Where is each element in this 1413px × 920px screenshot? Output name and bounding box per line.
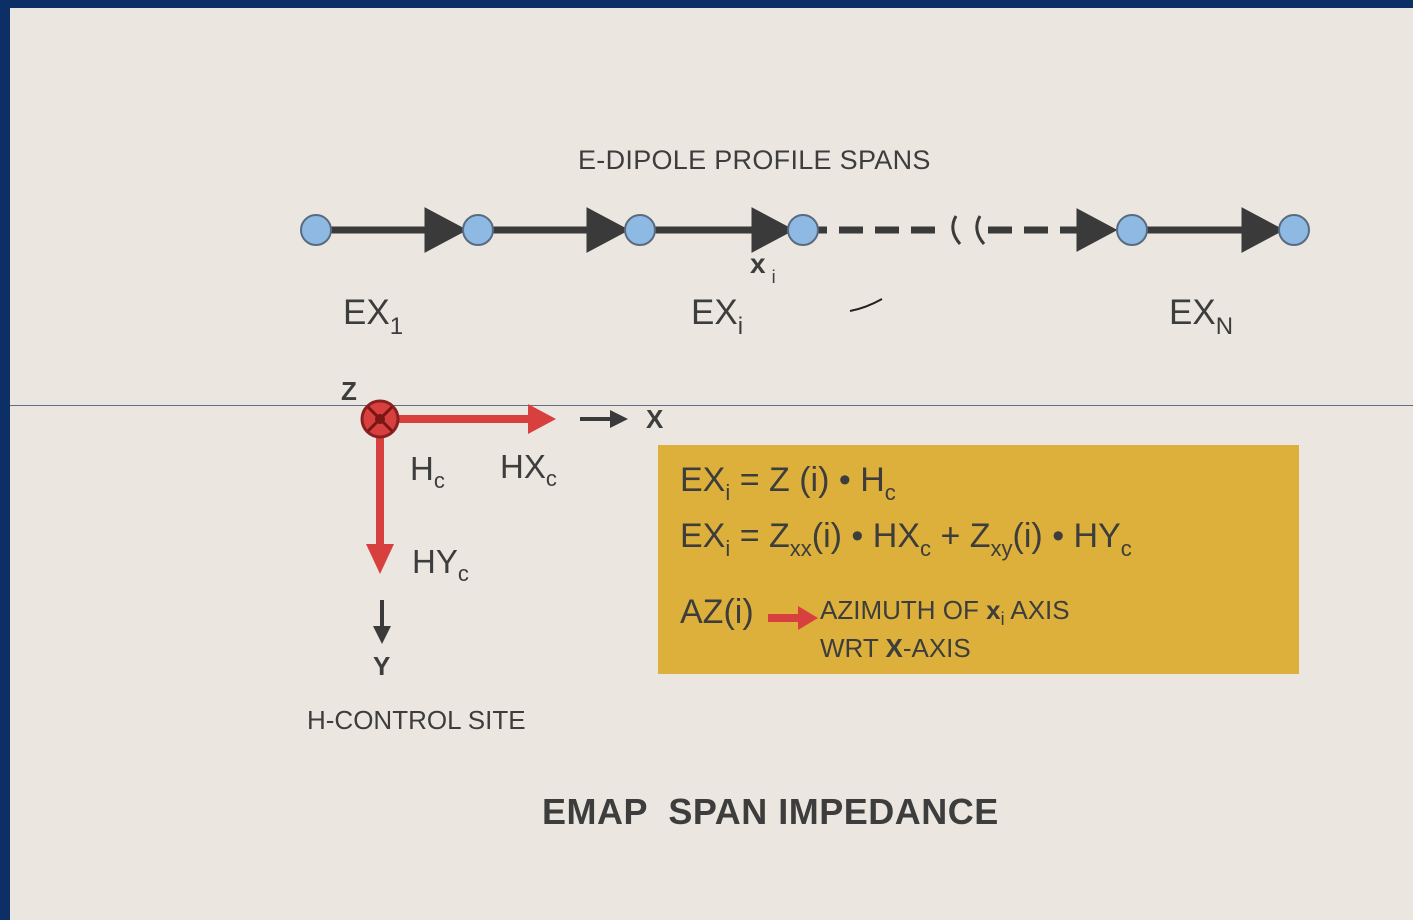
break-mark-right — [975, 215, 986, 245]
span-4-arrowhead — [1076, 208, 1118, 252]
y-axis-arrowhead — [373, 626, 391, 644]
node-3 — [624, 214, 656, 246]
pen-mark — [849, 298, 883, 312]
ex-1-label: EX1 — [343, 293, 404, 340]
equation-box: EXi = Z (i) • Hc EXi = Zxx(i) • HXc + Zx… — [658, 445, 1299, 674]
dipole-spans — [316, 207, 1285, 253]
span-2-arrowhead — [586, 207, 630, 253]
span-3-arrowhead — [751, 207, 795, 253]
equation-1: EXi = Z (i) • Hc — [680, 461, 896, 505]
slide-title: EMAP SPAN IMPEDANCE — [542, 791, 999, 832]
node-2 — [462, 214, 494, 246]
span-1-arrowhead — [424, 207, 468, 253]
break-mark-left — [951, 215, 962, 245]
node-6 — [1278, 214, 1310, 246]
z-center-dot — [375, 414, 385, 424]
hc-label: Hc — [410, 450, 445, 493]
az-label: AZ(i) — [680, 593, 754, 631]
az-red-arrow-icon — [768, 606, 818, 630]
scan-line — [10, 405, 1413, 406]
hxc-label: HXc — [500, 448, 557, 491]
x-label: X — [646, 404, 664, 434]
diagram-graphics — [300, 207, 1310, 644]
ex-n-label: EXN — [1169, 293, 1234, 340]
az-description-line-1: AZIMUTH OF xi AXIS — [820, 595, 1070, 629]
az-description-line-2: WRT X-AXIS — [820, 633, 971, 663]
node-1 — [300, 214, 332, 246]
hyc-label: HYc — [412, 543, 469, 586]
ex-i-label: EXi — [691, 293, 744, 340]
hx-arrowhead — [528, 404, 556, 434]
electrode-nodes — [300, 214, 1310, 246]
profile-title: E-DIPOLE PROFILE SPANS — [578, 145, 931, 175]
y-label: Y — [373, 651, 391, 681]
field-arrows — [360, 399, 556, 574]
z-label: Z — [341, 376, 357, 406]
node-5 — [1116, 214, 1148, 246]
reference-axes — [373, 410, 628, 644]
equation-2: EXi = Zxx(i) • HXc + Zxy(i) • HYc — [680, 517, 1132, 561]
node-4 — [787, 214, 819, 246]
control-site-caption: H-CONTROL SITE — [307, 705, 526, 735]
span-5-arrowhead — [1241, 207, 1285, 253]
hy-arrowhead — [366, 544, 394, 574]
x-axis-arrowhead — [610, 410, 628, 428]
